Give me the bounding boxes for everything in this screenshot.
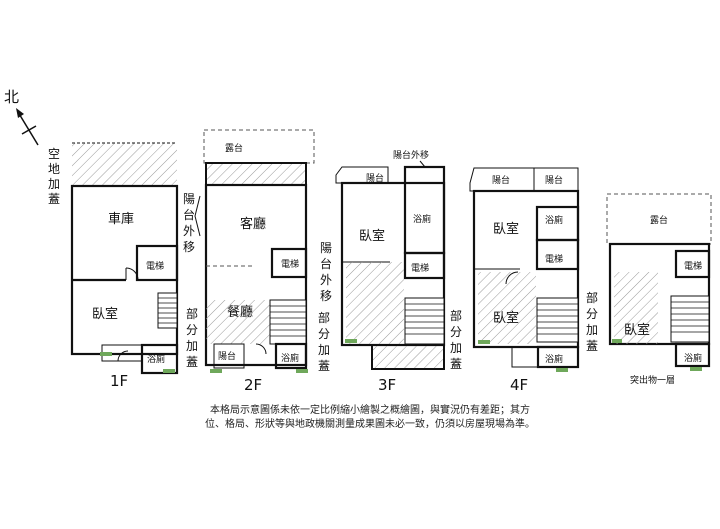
3f-balcony-moved-vertical: 陽 台 外 移 <box>320 241 332 303</box>
2f-pc-char-1: 分 <box>186 323 198 337</box>
vacant-char-1: 地 <box>48 162 60 176</box>
3f-moved-char-2: 外 <box>320 273 332 287</box>
4f-bedroom-label-1: 臥室 <box>493 221 519 237</box>
3f-bath-label: 浴廁 <box>413 213 431 225</box>
3f-balcony-label: 陽台 <box>366 172 384 184</box>
disclaimer-note: 本格局示意圖係未依一定比例縮小繪製之概繪圖，與實況仍有差距；其方 位、格局、形狀… <box>150 404 590 432</box>
2f-partial-covered: 部 分 加 蓋 <box>186 306 198 369</box>
4f-balcony-label-1: 陽台 <box>492 174 510 186</box>
1f-bedroom-label: 臥室 <box>92 306 118 322</box>
3f-partial-covered: 部 分 加 蓋 <box>318 310 330 373</box>
roof-pc-char-3: 蓋 <box>586 339 598 353</box>
3f-pc-char-3: 蓋 <box>318 359 330 373</box>
roof-outline <box>608 242 711 346</box>
2f-elevator-label: 電梯 <box>281 258 299 270</box>
4f-pc-char-0: 部 <box>450 308 462 323</box>
3f-moved-char-3: 移 <box>320 289 332 303</box>
4f-bedroom-label-2: 臥室 <box>493 310 519 326</box>
roof-pc-char-1: 分 <box>586 307 598 321</box>
floor-label-2f: 2F <box>244 376 262 394</box>
3f-pc-char-1: 分 <box>318 327 330 341</box>
4f-bath-label-1: 浴廁 <box>545 214 563 226</box>
2f-balcony-moved: 陽 台 外 移 <box>183 192 195 254</box>
floor-label-4f: 4F <box>510 376 528 394</box>
floor-4f: 陽台 陽台 臥室 浴廁 電梯 臥室 浴廁 4F 部 分 加 蓋 <box>450 167 580 394</box>
3f-pc-char-0: 部 <box>318 310 330 325</box>
floor-roof: 露台 電梯 臥室 浴廁 突出物一層 部 分 加 蓋 <box>586 193 712 386</box>
2f-bath-label: 浴廁 <box>281 352 299 364</box>
2f-living-label: 客廳 <box>240 216 266 232</box>
covered-area-hatch <box>72 143 177 186</box>
vacant-char-0: 空 <box>48 147 60 161</box>
4f-pc-char-2: 加 <box>450 341 462 355</box>
2f-pc-char-2: 加 <box>186 339 198 353</box>
disclaimer-line-2: 位、格局、形狀等與地政機關測量成果圖未必一致，仍須以房屋現場為準。 <box>205 419 535 430</box>
4f-balcony-label-2: 陽台 <box>545 174 563 186</box>
2f-moved-char-2: 外 <box>183 224 195 238</box>
roof-bedroom-label: 臥室 <box>624 322 650 338</box>
roof-pc-char-2: 加 <box>586 323 598 337</box>
3f-pc-char-2: 加 <box>318 343 330 357</box>
north-label: 北 <box>4 88 19 106</box>
roof-terrace-label: 露台 <box>650 214 668 226</box>
3f-elevator-label: 電梯 <box>411 262 429 274</box>
compass-cross <box>21 125 37 135</box>
north-arrow: 北 <box>4 88 39 146</box>
2f-moved-char-1: 台 <box>183 207 195 222</box>
compass-line <box>17 111 39 146</box>
floor-label-1f: 1F <box>110 372 128 390</box>
4f-pc-char-3: 蓋 <box>450 357 462 371</box>
3f-moved-char-1: 台 <box>320 256 332 271</box>
3f-moved-char-0: 陽 <box>320 241 332 255</box>
2f-pc-char-0: 部 <box>186 306 198 321</box>
floor-label-3f: 3F <box>378 376 396 394</box>
roof-elevator-label: 電梯 <box>684 260 702 272</box>
compass-arrowhead-icon <box>16 108 24 118</box>
4f-elevator-label: 電梯 <box>545 253 563 265</box>
4f-partial-covered: 部 分 加 蓋 <box>450 308 462 371</box>
2f-terrace-label: 露台 <box>225 142 243 154</box>
roof-partial-covered: 部 分 加 蓋 <box>586 290 598 353</box>
floor-1f: 車庫 電梯 臥室 浴廁 1F <box>70 142 179 390</box>
4f-pc-char-1: 分 <box>450 325 462 339</box>
2f-moved-char-3: 移 <box>183 240 195 254</box>
2f-terrace-dashed <box>203 129 315 164</box>
2f-moved-char-0: 陽 <box>183 192 195 206</box>
floor-2f: 露台 客廳 電梯 餐廳 陽台 浴廁 2F 陽 台 外 移 部 分 <box>183 129 315 394</box>
roof-pc-char-0: 部 <box>586 290 598 305</box>
2f-balcony-label: 陽台 <box>218 350 236 362</box>
4f-bath-label-2: 浴廁 <box>545 353 563 365</box>
roof-protrusion-label: 突出物一層 <box>630 374 675 386</box>
3f-balcony-moved-label: 陽台外移 <box>393 149 429 161</box>
roof-bath-label: 浴廁 <box>684 352 702 364</box>
1f-elevator-label: 電梯 <box>146 260 164 272</box>
2f-dining-label: 餐廳 <box>227 304 253 320</box>
floor-3f: 陽台 臥室 浴廁 電梯 3F 陽台外移 陽 台 外 移 部 分 加 蓋 <box>318 149 446 394</box>
1f-garage-label: 車庫 <box>108 212 134 227</box>
1f-bath-label: 浴廁 <box>147 353 165 365</box>
3f-bedroom-label: 臥室 <box>359 228 385 244</box>
disclaimer-line-1: 本格局示意圖係未依一定比例縮小繪製之概繪圖，與實況仍有差距；其方 <box>210 405 530 416</box>
vacant-char-2: 加 <box>48 177 60 191</box>
2f-pc-char-3: 蓋 <box>186 355 198 369</box>
vacant-covered-label: 空 地 加 蓋 <box>48 147 60 206</box>
vacant-char-3: 蓋 <box>48 192 60 206</box>
